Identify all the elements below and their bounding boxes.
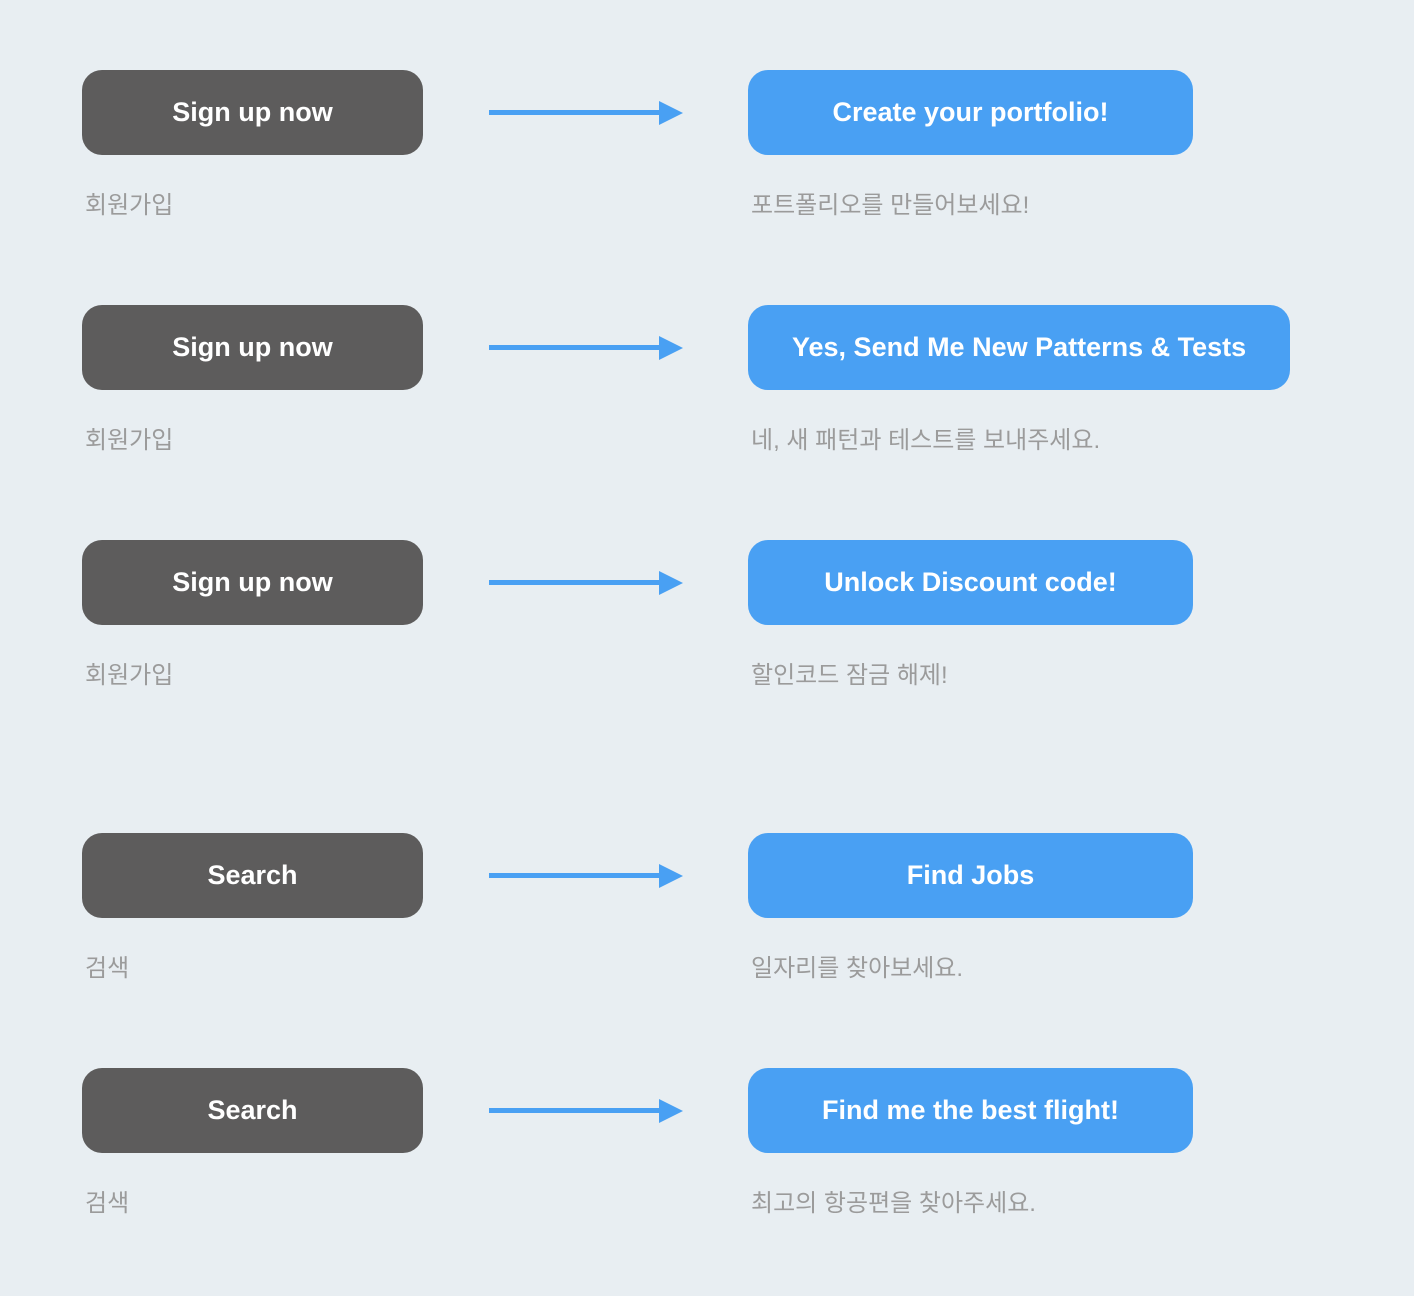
- specific-cta-korean-caption: 일자리를 찾아보세요.: [751, 955, 964, 982]
- generic-cta-button[interactable]: Search: [82, 833, 423, 918]
- arrow-head: [658, 863, 683, 888]
- specific-cta-korean-caption: 네, 새 패턴과 테스트를 보내주세요.: [751, 427, 1101, 454]
- arrow-head: [658, 100, 683, 125]
- specific-cta-korean-caption: 할인코드 잠금 해제!: [751, 662, 948, 689]
- generic-cta-cell: Sign up now 회원가입: [82, 70, 423, 220]
- arrow-line: [488, 1108, 659, 1113]
- arrow-cell: [423, 305, 748, 390]
- right-arrow-icon: [488, 100, 683, 125]
- specific-cta-cell: Create your portfolio! 포트폴리오를 만들어보세요!: [748, 70, 1193, 220]
- specific-cta-cell: Find me the best flight! 최고의 항공편을 찾아주세요.: [748, 1068, 1193, 1218]
- comparison-row: Search 검색 Find Jobs 일자리를 찾아보세요.: [82, 833, 1414, 983]
- arrow-head: [658, 335, 683, 360]
- arrow-head: [658, 1098, 683, 1123]
- specific-cta-korean-caption: 포트폴리오를 만들어보세요!: [751, 192, 1030, 219]
- rows-container: Sign up now 회원가입 Create your portfolio! …: [82, 70, 1414, 1218]
- specific-cta-korean-caption: 최고의 항공편을 찾아주세요.: [751, 1190, 1036, 1217]
- right-arrow-icon: [488, 1098, 683, 1123]
- specific-cta-button[interactable]: Find me the best flight!: [748, 1068, 1193, 1153]
- specific-cta-button[interactable]: Yes, Send Me New Patterns & Tests: [748, 305, 1291, 390]
- specific-cta-button[interactable]: Find Jobs: [748, 833, 1193, 918]
- comparison-row: Sign up now 회원가입 Create your portfolio! …: [82, 70, 1414, 220]
- arrow-cell: [423, 70, 748, 155]
- comparison-row: Sign up now 회원가입 Unlock Discount code! 할…: [82, 540, 1414, 690]
- generic-cta-korean-caption: 회원가입: [85, 192, 174, 219]
- generic-cta-korean-caption: 회원가입: [85, 427, 174, 454]
- generic-cta-cell: Sign up now 회원가입: [82, 540, 423, 690]
- specific-cta-button[interactable]: Unlock Discount code!: [748, 540, 1193, 625]
- generic-cta-cell: Sign up now 회원가입: [82, 305, 423, 455]
- specific-cta-cell: Unlock Discount code! 할인코드 잠금 해제!: [748, 540, 1193, 690]
- right-arrow-icon: [488, 863, 683, 888]
- generic-cta-korean-caption: 검색: [85, 1190, 130, 1217]
- arrow-cell: [423, 1068, 748, 1153]
- specific-cta-cell: Find Jobs 일자리를 찾아보세요.: [748, 833, 1193, 983]
- specific-cta-button[interactable]: Create your portfolio!: [748, 70, 1193, 155]
- specific-cta-cell: Yes, Send Me New Patterns & Tests 네, 새 패…: [748, 305, 1291, 455]
- arrow-line: [488, 345, 659, 350]
- generic-cta-cell: Search 검색: [82, 1068, 423, 1218]
- arrow-cell: [423, 540, 748, 625]
- generic-cta-cell: Search 검색: [82, 833, 423, 983]
- generic-cta-button[interactable]: Sign up now: [82, 540, 423, 625]
- arrow-cell: [423, 833, 748, 918]
- arrow-line: [488, 580, 659, 585]
- generic-cta-button[interactable]: Sign up now: [82, 305, 423, 390]
- generic-cta-button[interactable]: Search: [82, 1068, 423, 1153]
- arrow-line: [488, 110, 659, 115]
- generic-cta-korean-caption: 회원가입: [85, 662, 174, 689]
- arrow-head: [658, 570, 683, 595]
- right-arrow-icon: [488, 335, 683, 360]
- arrow-line: [488, 873, 659, 878]
- right-arrow-icon: [488, 570, 683, 595]
- generic-cta-button[interactable]: Sign up now: [82, 70, 423, 155]
- comparison-row: Search 검색 Find me the best flight! 최고의 항…: [82, 1068, 1414, 1218]
- comparison-row: Sign up now 회원가입 Yes, Send Me New Patter…: [82, 305, 1414, 455]
- generic-cta-korean-caption: 검색: [85, 955, 130, 982]
